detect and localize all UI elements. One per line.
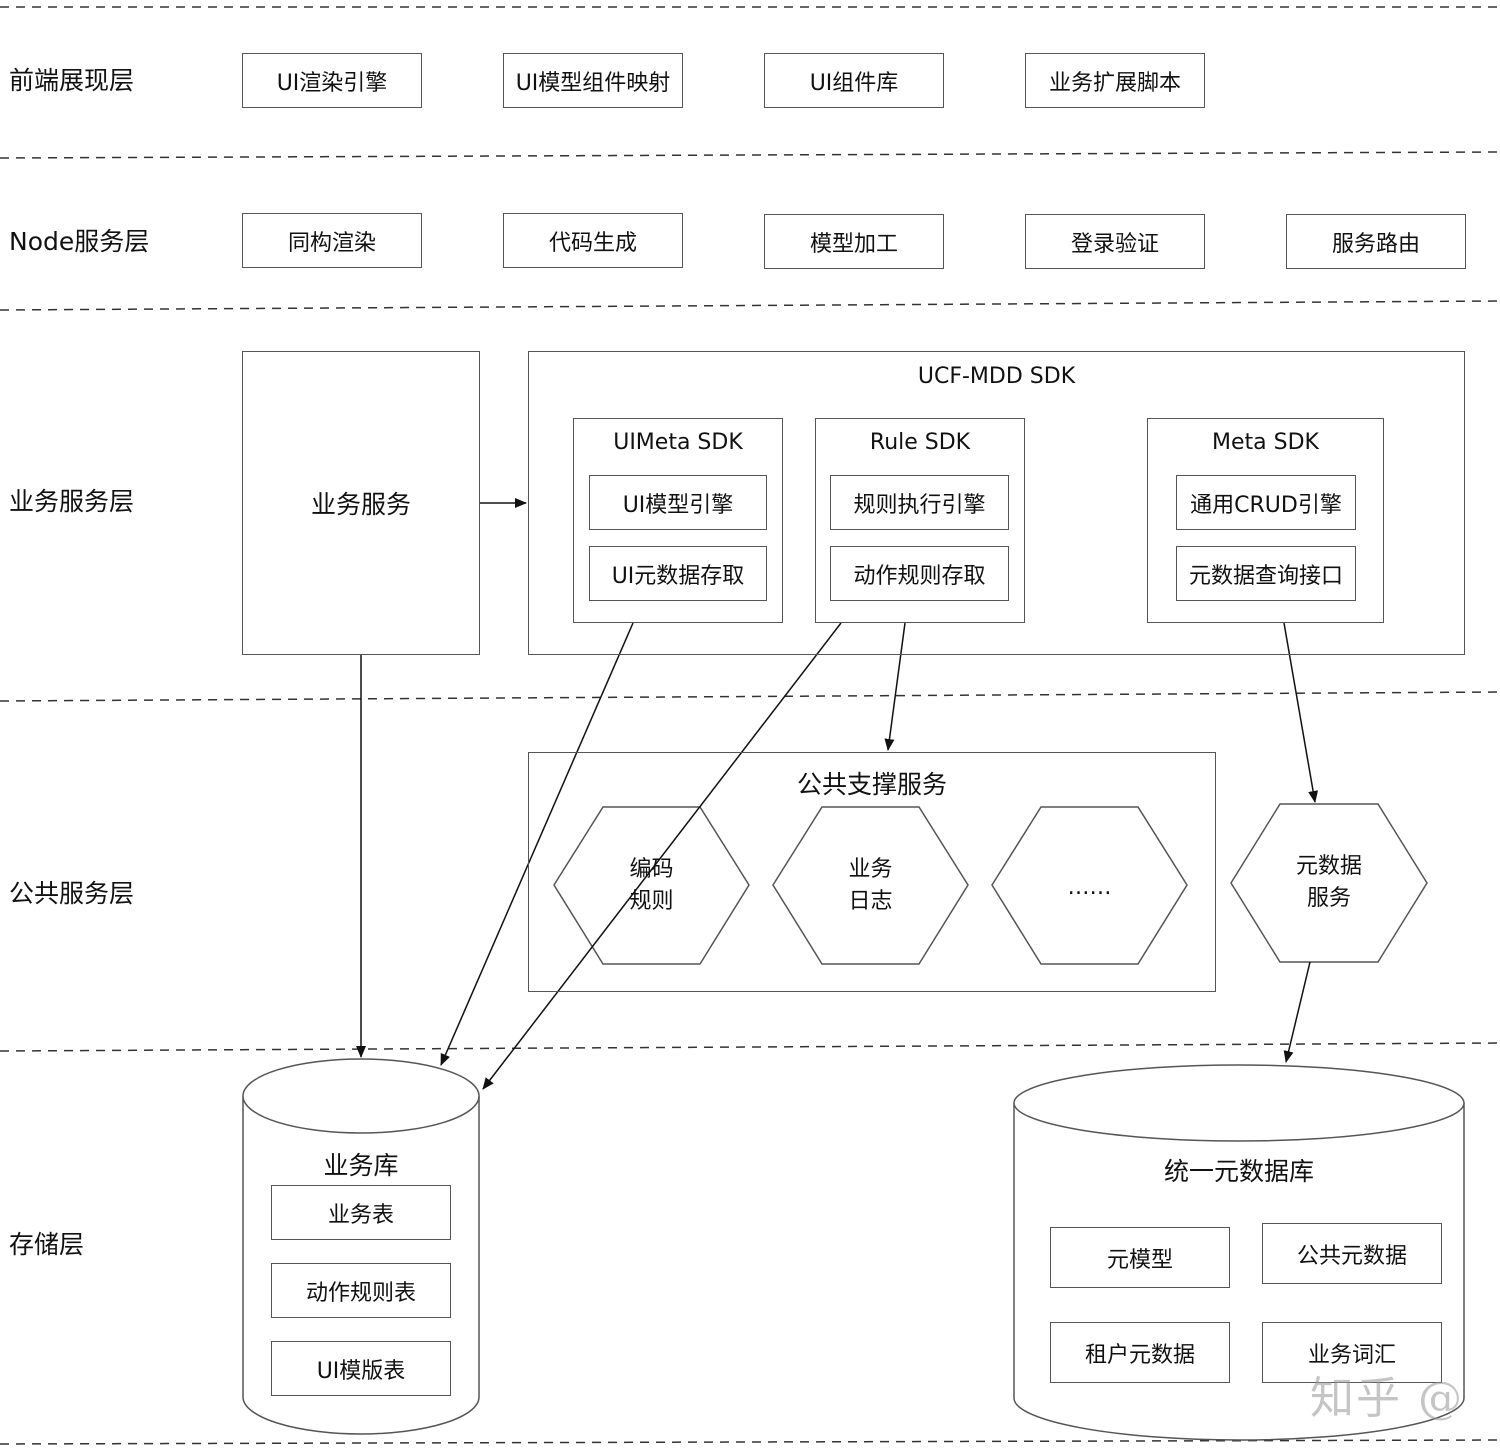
uimeta-sdk-title: UIMeta SDK xyxy=(613,430,743,455)
hex-text-business-log: 业务 日志 xyxy=(848,857,893,914)
layer-separator xyxy=(0,1042,1500,1052)
box-ui-render-engine: UI渲染引擎 xyxy=(242,53,422,108)
hexagon-more xyxy=(991,806,1188,965)
box-ui-model-engine: UI模型引擎 xyxy=(589,475,767,530)
layer-label-common: 公共服务层 xyxy=(9,879,135,908)
box-metadata-query-api: 元数据查询接口 xyxy=(1176,546,1356,601)
frame-common-support xyxy=(528,752,1216,992)
layer-label-frontend: 前端展现层 xyxy=(9,66,135,95)
arrow-meta-to-metaservice xyxy=(1283,622,1319,803)
box-ui-metadata-access: UI元数据存取 xyxy=(589,546,767,601)
box-tenant-metadata: 租户元数据 xyxy=(1050,1322,1230,1383)
box-rule-exec-engine: 规则执行引擎 xyxy=(830,475,1009,530)
box-action-rule-table: 动作规则表 xyxy=(271,1263,451,1318)
hex-text-more: …… xyxy=(1067,875,1112,900)
box-isomorphic-render: 同构渲染 xyxy=(242,213,422,268)
frame-rule-sdk xyxy=(815,418,1025,623)
biz-db-title: 业务库 xyxy=(323,1151,399,1180)
box-action-rule-access: 动作规则存取 xyxy=(830,546,1009,601)
hexagon-encoding-rules xyxy=(553,806,750,965)
box-public-metadata: 公共元数据 xyxy=(1262,1223,1442,1284)
hexagon-metadata-service xyxy=(1230,803,1428,963)
hexagon-business-log xyxy=(772,806,969,965)
box-ui-component-lib: UI组件库 xyxy=(764,53,944,108)
layer-label-node: Node服务层 xyxy=(9,227,150,256)
layer-separator xyxy=(0,300,1500,311)
support-title: 公共支撑服务 xyxy=(796,770,947,799)
rule-sdk-title: Rule SDK xyxy=(869,430,971,455)
box-meta-model: 元模型 xyxy=(1050,1227,1230,1288)
layer-separator xyxy=(0,151,1500,159)
box-business-table: 业务表 xyxy=(271,1185,451,1240)
arrow-rule-to-bizdb xyxy=(482,622,842,1090)
sdk-title: UCF-MDD SDK xyxy=(917,364,1076,389)
box-business-ext-script: 业务扩展脚本 xyxy=(1025,53,1205,108)
box-business-service: 业务服务 xyxy=(242,351,480,655)
layer-label-business: 业务服务层 xyxy=(9,487,135,516)
box-code-generation: 代码生成 xyxy=(503,213,683,268)
frame-ucf-mdd-sdk xyxy=(528,351,1465,655)
frame-uimeta-sdk xyxy=(573,418,783,623)
box-service-routing: 服务路由 xyxy=(1286,214,1466,269)
frame-meta-sdk xyxy=(1147,418,1384,623)
meta-sdk-title: Meta SDK xyxy=(1212,430,1319,455)
hex-text-metadata-service: 元数据 服务 xyxy=(1295,854,1362,911)
arrow-rule-to-support xyxy=(884,622,906,751)
arrow-uimeta-to-bizdb xyxy=(440,622,634,1066)
hex-text-encoding-rules: 编码 规则 xyxy=(629,857,674,914)
box-ui-template-table: UI模版表 xyxy=(271,1341,451,1396)
layer-separator xyxy=(0,1439,1500,1445)
layer-label-storage: 存储层 xyxy=(9,1230,85,1259)
box-model-processing: 模型加工 xyxy=(764,214,944,269)
box-business-vocabulary: 业务词汇 xyxy=(1262,1322,1442,1383)
box-ui-model-component-map: UI模型组件映射 xyxy=(503,53,683,108)
box-login-verify: 登录验证 xyxy=(1025,214,1205,269)
layer-separator xyxy=(0,691,1500,702)
arrow-metaservice-to-metadb xyxy=(1283,961,1311,1063)
box-generic-crud-engine: 通用CRUD引擎 xyxy=(1176,475,1356,530)
watermark: 知乎 @ xyxy=(1310,1373,1464,1424)
meta-db-title: 统一元数据库 xyxy=(1163,1157,1314,1186)
